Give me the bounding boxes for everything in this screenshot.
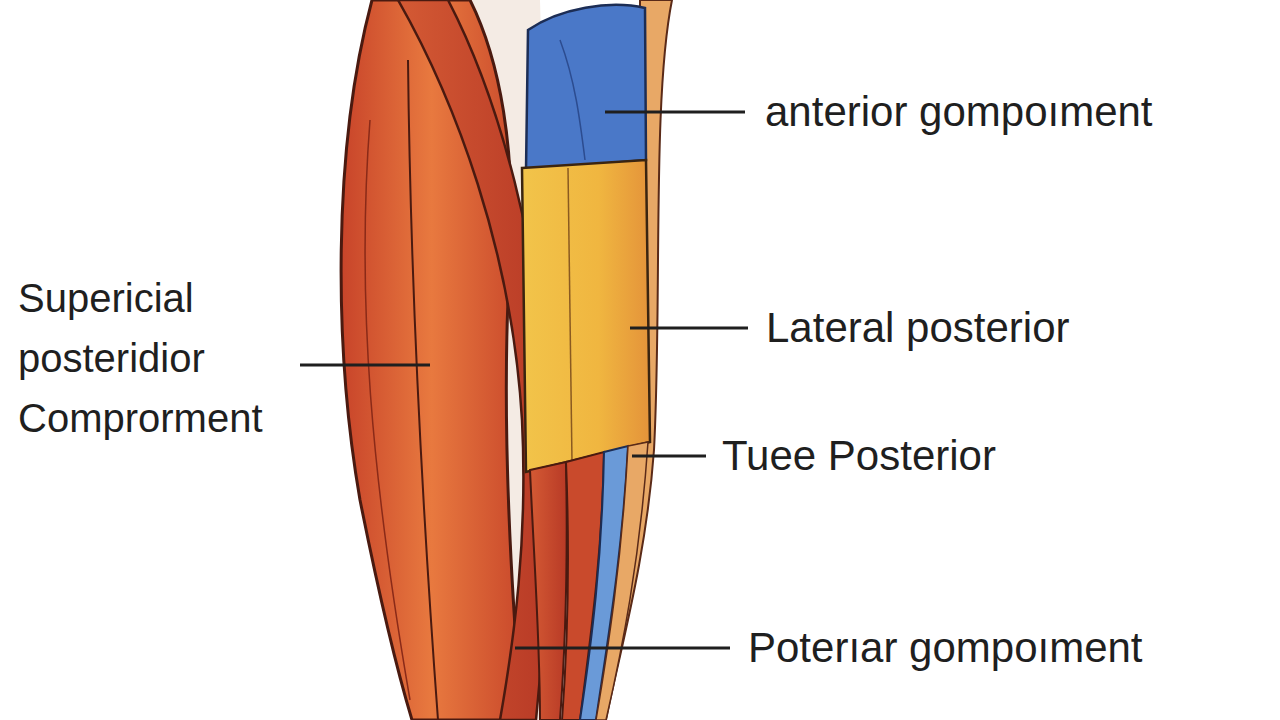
compartment-label: Lateral posterior [766, 304, 1070, 352]
compartment-label: Tuee Posterior [722, 432, 996, 480]
compartment-label: Supericial posteridior Comprorment [18, 268, 348, 448]
compartment-label: Poterıar gompoıment [748, 624, 1143, 672]
compartment-label: anterior gompoıment [765, 88, 1153, 136]
